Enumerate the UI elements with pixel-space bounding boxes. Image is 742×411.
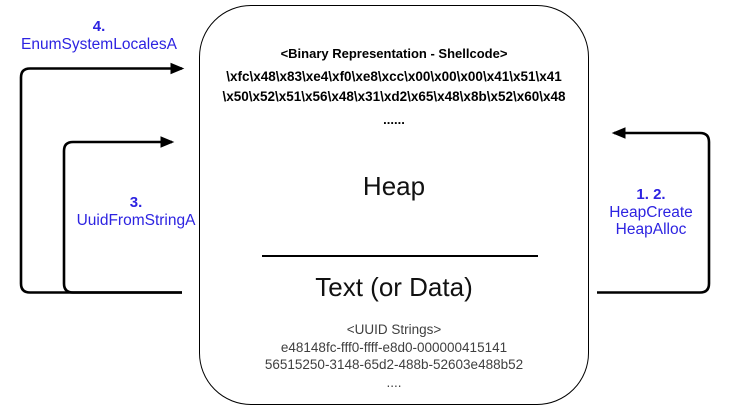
shellcode-ellipsis: ...... — [383, 112, 405, 127]
annotation-step-4: 4. EnumSystemLocalesA — [6, 18, 192, 54]
uuid-line-1: e48148fc-fff0-ffff-e8d0-000000415141 — [280, 339, 508, 355]
process-memory-box: <Binary Representation - Shellcode> \xfc… — [199, 5, 589, 405]
shellcode-title: <Binary Representation - Shellcode> — [280, 46, 508, 61]
arrow-enum-system-locales — [19, 62, 185, 294]
text-section-label: Text (or Data) — [315, 272, 473, 302]
uuid-line-2: 56515250-3148-65d2-488b-52603e488b52 — [264, 357, 524, 372]
annotation-step-3: 3. UuidFromStringA — [58, 194, 214, 230]
step-3-number: 3. — [129, 194, 143, 211]
heap-section-label: Heap — [362, 171, 426, 201]
uuid-ellipsis: .... — [386, 374, 402, 390]
uuid-section: <UUID Strings> e48148fc-fff0-ffff-e8d0-0… — [200, 321, 588, 390]
shellcode-line-2: \x50\x52\x51\x56\x48\x31\xd2\x65\x48\x8b… — [222, 88, 566, 104]
step-4-api-label: EnumSystemLocalesA — [21, 36, 177, 53]
shellcode-section: <Binary Representation - Shellcode> \xfc… — [200, 45, 588, 128]
step-1-2-api-label-1: HeapCreate — [609, 203, 693, 221]
step-3-api-label: UuidFromStringA — [76, 212, 196, 229]
heap-text-divider — [262, 255, 538, 257]
annotation-step-1-2: 1. 2. HeapCreate HeapAlloc — [600, 186, 702, 239]
uuid-title: <UUID Strings> — [346, 322, 442, 337]
step-1-2-api-label-2: HeapAlloc — [615, 221, 687, 238]
shellcode-line-1: \xfc\x48\x83\xe4\xf0\xe8\xcc\x00\x00\x00… — [226, 69, 562, 84]
step-4-number: 4. — [92, 18, 106, 35]
step-1-2-number: 1. 2. — [636, 186, 666, 203]
